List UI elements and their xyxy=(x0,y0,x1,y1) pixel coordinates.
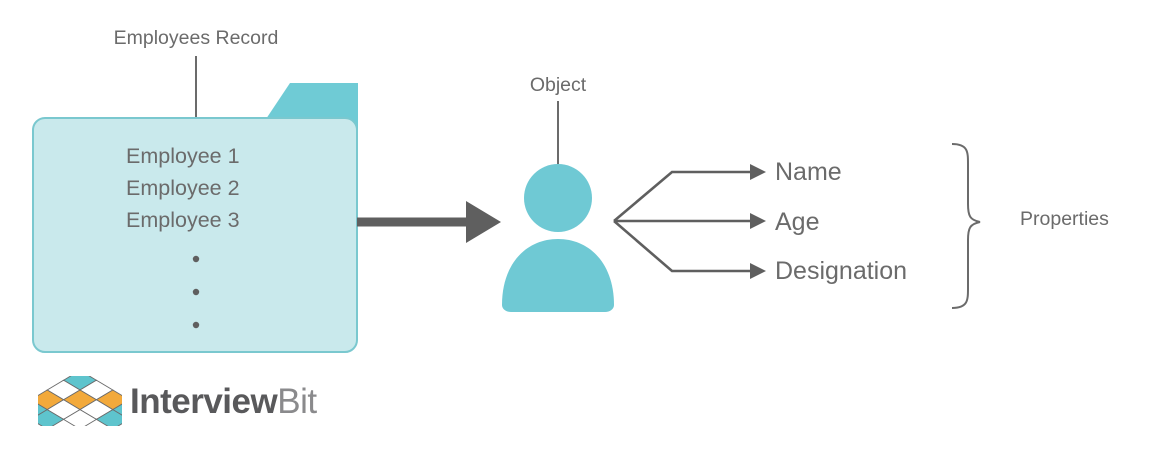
folder-ellipsis-dot xyxy=(192,321,200,329)
folder-item: Employee 3 xyxy=(126,208,240,232)
folder-ellipsis-dot xyxy=(192,255,200,263)
property-arrows xyxy=(613,170,755,273)
logo-text-primary: Interview xyxy=(130,382,278,421)
person-icon xyxy=(502,164,614,312)
object-label: Object xyxy=(529,74,587,96)
property-arrow-designation xyxy=(613,220,755,273)
folder-item: Employee 2 xyxy=(126,176,240,200)
properties-brace xyxy=(951,143,981,309)
logo-diamond xyxy=(38,409,65,426)
property-label-age: Age xyxy=(775,208,820,236)
interviewbit-logo: InterviewBit xyxy=(38,376,317,432)
property-arrow-name xyxy=(613,170,755,222)
logo-diamond xyxy=(111,403,122,416)
property-label-name: Name xyxy=(775,158,842,186)
logo-text-secondary: Bit xyxy=(277,382,317,421)
logo-diamond xyxy=(95,409,122,426)
employees-record-label: Employees Record xyxy=(113,27,279,49)
folder-item: Employee 1 xyxy=(126,144,240,168)
interviewbit-logo-mark xyxy=(38,376,122,426)
logo-diamond xyxy=(38,403,49,416)
folder-item-list: Employee 1 Employee 2 Employee 3 xyxy=(126,140,346,236)
interviewbit-logo-text: InterviewBit xyxy=(130,380,317,424)
logo-diamond xyxy=(62,409,98,426)
folder-body xyxy=(32,117,358,353)
property-arrowheads xyxy=(750,164,766,279)
main-flow-arrow xyxy=(357,201,501,243)
folder-ellipsis-dot xyxy=(192,288,200,296)
property-label-designation: Designation xyxy=(775,257,908,285)
properties-group-label: Properties xyxy=(1020,208,1109,230)
